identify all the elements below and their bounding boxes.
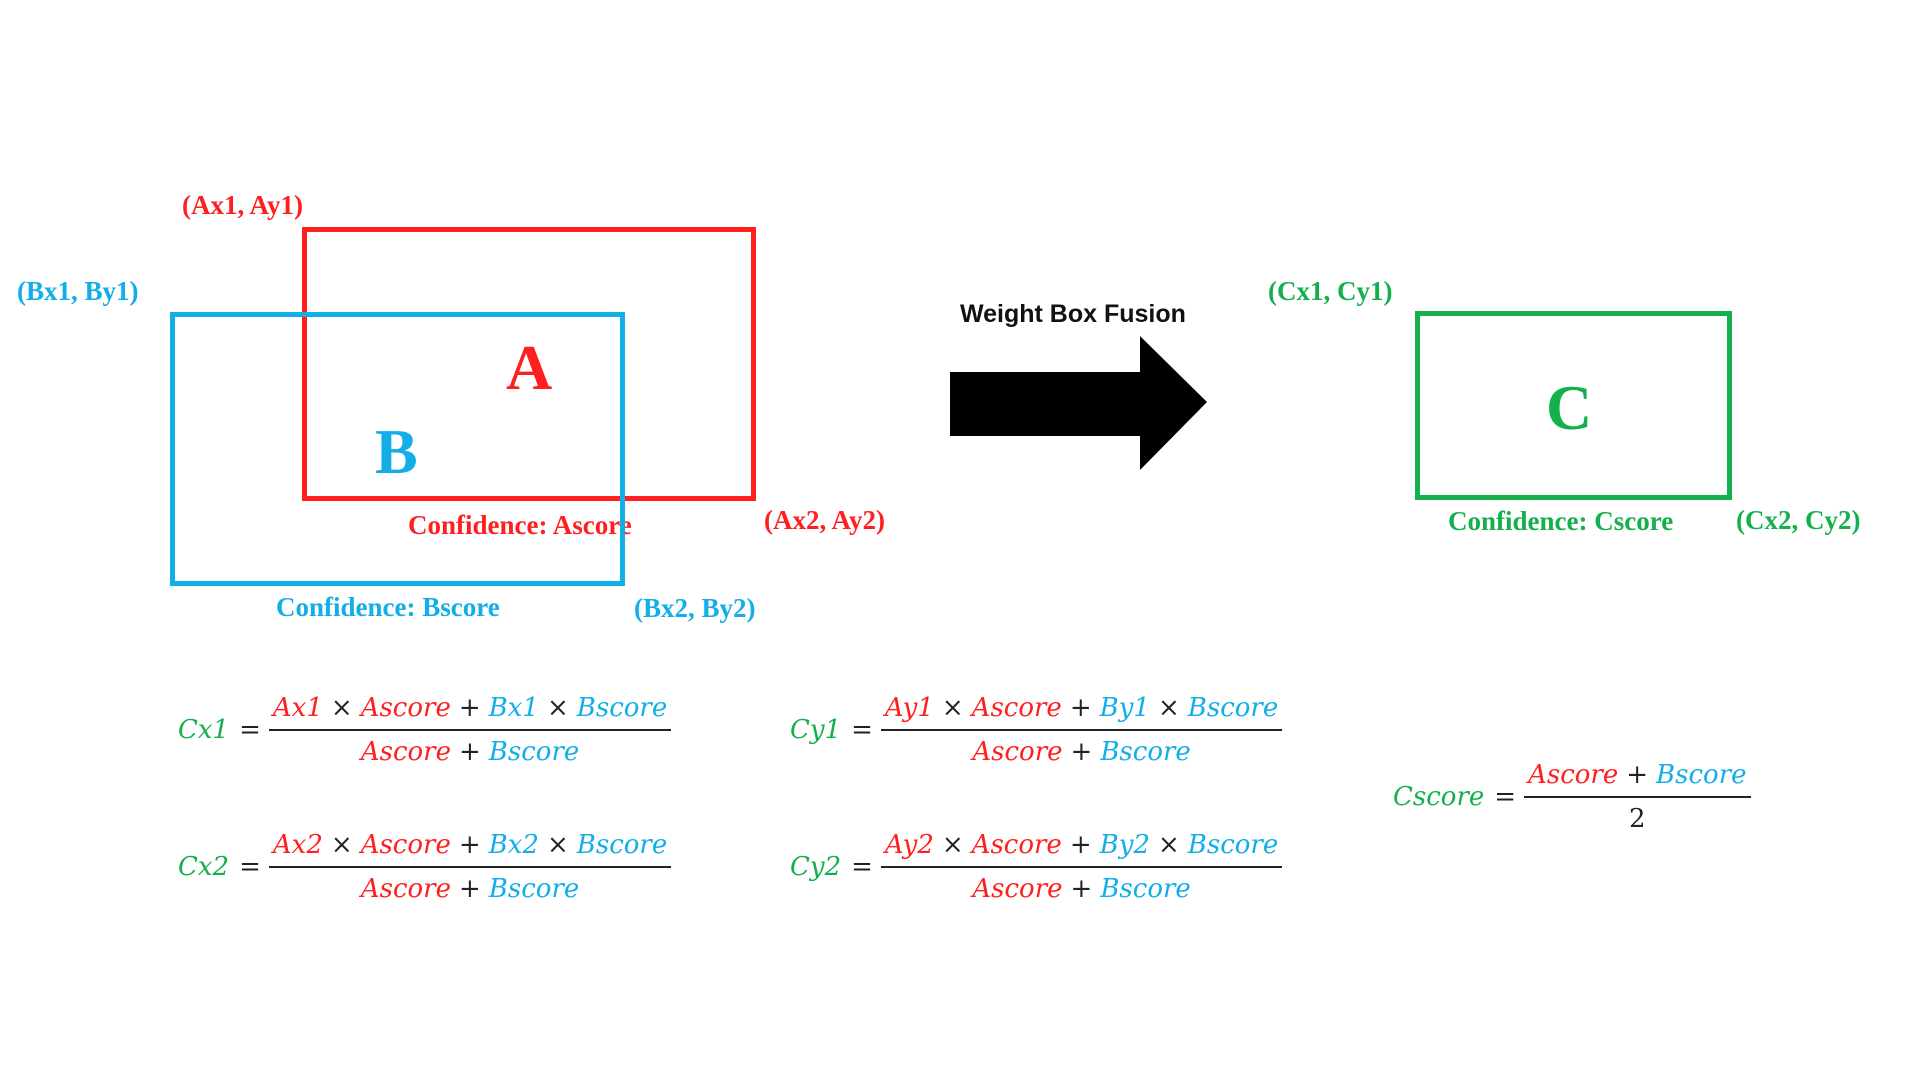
formula-cy1: Cy1 = Ay1×Ascore+By1×Bscore Ascore+Bscor… <box>790 693 1283 767</box>
box-c-top-left-label: (Cx1, Cy1) <box>1268 276 1393 306</box>
equals-sign: = <box>851 715 873 745</box>
term-bscore: Bscore <box>1187 830 1279 860</box>
formula-cx1: Cx1 = Ax1×Ascore+Bx1×Bscore Ascore+Bscor… <box>178 693 672 767</box>
box-a-bottom-right-label: (Ax2, Ay2) <box>764 505 885 535</box>
fraction-bar <box>268 866 672 868</box>
plus-sign: + <box>1626 760 1649 790</box>
equals-sign: = <box>239 715 261 745</box>
equals-sign: = <box>1494 782 1517 812</box>
term-a: Ay1 <box>884 693 934 723</box>
term-bscore: Bscore <box>1100 874 1191 904</box>
box-b <box>170 312 625 586</box>
plus-sign: + <box>458 693 481 723</box>
arrow-right-icon <box>950 336 1207 470</box>
box-b-top-left-label: (Bx1, By1) <box>17 276 139 306</box>
denominator-value: 2 <box>1629 804 1646 834</box>
box-b-confidence: Confidence: Bscore <box>276 592 500 622</box>
term-ascore: Ascore <box>1528 760 1619 790</box>
fraction-bar <box>880 866 1283 868</box>
times-sign: × <box>1157 830 1180 860</box>
box-a-top-left-label: (Ax1, Ay1) <box>182 190 303 220</box>
plus-sign: + <box>459 874 481 904</box>
box-c-bottom-right-label: (Cx2, Cy2) <box>1736 505 1861 535</box>
term-b: By1 <box>1099 693 1150 723</box>
formula-lhs: Cx1 <box>178 715 230 745</box>
term-bscore: Bscore <box>1100 737 1191 767</box>
numerator: Ay1×Ascore+By1×Bscore <box>881 693 1282 729</box>
term-ascore: Ascore <box>972 874 1063 904</box>
numerator: Ascore+Bscore <box>1524 760 1750 796</box>
formula-cx2: Cx2 = Ax2×Ascore+Bx2×Bscore Ascore+Bscor… <box>178 830 672 904</box>
term-b: By2 <box>1099 830 1150 860</box>
times-sign: × <box>941 693 964 723</box>
term-bscore: Bscore <box>576 830 668 860</box>
formula-lhs: Cx2 <box>178 852 230 882</box>
denominator: Ascore +Bscore <box>357 868 583 904</box>
plus-sign: + <box>1070 737 1093 767</box>
term-b: Bx2 <box>488 830 539 860</box>
denominator: 2 <box>1625 798 1650 834</box>
fraction-bar <box>1524 796 1751 798</box>
fraction: Ay1×Ascore+By1×Bscore Ascore+Bscore <box>880 693 1283 767</box>
fraction: Ay2×Ascore+By2×Bscore Ascore+Bscore <box>880 830 1283 904</box>
term-ascore: Ascore <box>360 830 451 860</box>
term-ascore: Ascore <box>360 874 451 904</box>
fraction-bar <box>880 729 1283 731</box>
plus-sign: + <box>458 830 481 860</box>
formula-lhs: Cy1 <box>790 715 842 745</box>
box-b-letter: B <box>375 416 418 487</box>
plus-sign: + <box>1069 693 1092 723</box>
box-c-confidence: Confidence: Cscore <box>1448 506 1674 536</box>
term-bscore: Bscore <box>1656 760 1747 790</box>
term-a: Ax2 <box>272 830 323 860</box>
denominator: Ascore+Bscore <box>968 731 1194 767</box>
formula-lhs: Cy2 <box>790 852 842 882</box>
fraction-bar <box>268 729 672 731</box>
fraction: Ascore+Bscore 2 <box>1524 760 1751 834</box>
equals-sign: = <box>239 852 261 882</box>
equals-sign: = <box>851 852 873 882</box>
box-c <box>1415 311 1732 500</box>
fraction: Ax1×Ascore+Bx1×Bscore Ascore+Bscore <box>268 693 672 767</box>
times-sign: × <box>330 693 353 723</box>
term-ascore: Ascore <box>972 737 1063 767</box>
term-ascore: Ascore <box>971 693 1062 723</box>
plus-sign: + <box>1069 830 1092 860</box>
formula-lhs: Cscore <box>1393 782 1485 812</box>
numerator: Ay2×Ascore+By2×Bscore <box>881 830 1282 866</box>
times-sign: × <box>330 830 353 860</box>
denominator: Ascore+Bscore <box>968 868 1194 904</box>
times-sign: × <box>546 693 569 723</box>
formula-cscore: Cscore = Ascore+Bscore 2 <box>1393 760 1751 834</box>
numerator: Ax2×Ascore+Bx2×Bscore <box>269 830 671 866</box>
term-a: Ax1 <box>272 693 323 723</box>
term-bscore: Bscore <box>488 874 580 904</box>
plus-sign: + <box>1070 874 1093 904</box>
term-a: Ay2 <box>884 830 934 860</box>
term-bscore: Bscore <box>1187 693 1279 723</box>
times-sign: × <box>941 830 964 860</box>
term-bscore: Bscore <box>576 693 668 723</box>
times-sign: × <box>1157 693 1180 723</box>
box-b-bottom-right-label: (Bx2, By2) <box>634 593 756 623</box>
times-sign: × <box>546 830 569 860</box>
term-b: Bx1 <box>488 693 539 723</box>
formula-cy2: Cy2 = Ay2×Ascore+By2×Bscore Ascore+Bscor… <box>790 830 1283 904</box>
arrow-label: Weight Box Fusion <box>960 300 1186 328</box>
box-c-letter: C <box>1546 372 1593 443</box>
denominator: Ascore +Bscore <box>357 731 583 767</box>
term-ascore: Ascore <box>360 693 451 723</box>
term-ascore: Ascore <box>971 830 1062 860</box>
term-bscore: Bscore <box>488 737 580 767</box>
box-a <box>302 227 756 501</box>
plus-sign: + <box>459 737 481 767</box>
box-a-confidence: Confidence: Ascore <box>408 510 632 540</box>
term-ascore: Ascore <box>360 737 451 767</box>
box-a-letter: A <box>506 332 553 403</box>
numerator: Ax1×Ascore+Bx1×Bscore <box>269 693 671 729</box>
fraction: Ax2×Ascore+Bx2×Bscore Ascore+Bscore <box>268 830 672 904</box>
